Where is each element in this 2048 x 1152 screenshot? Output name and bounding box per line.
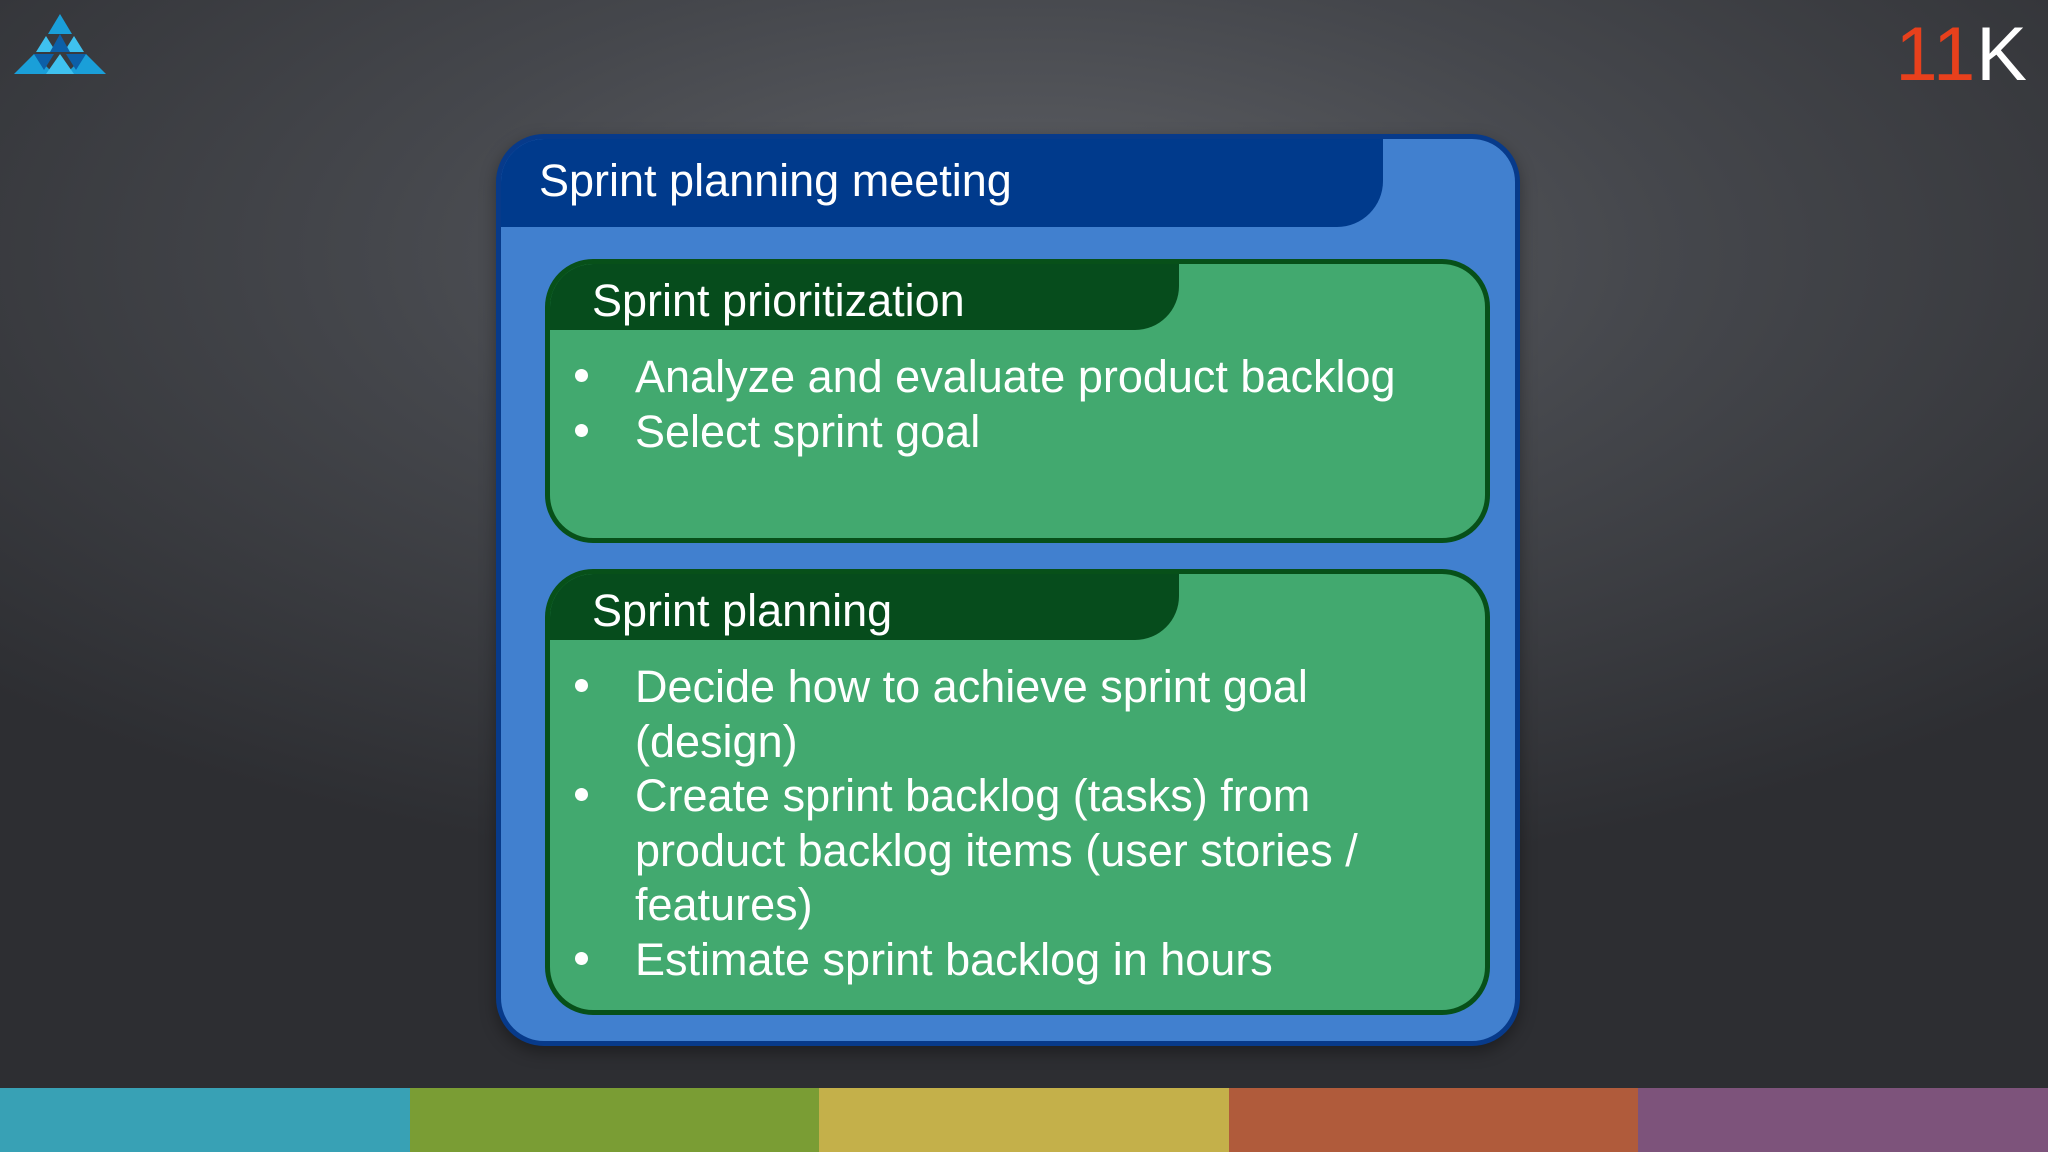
bullet-text: Estimate sprint backlog in hours [635, 933, 1273, 985]
bullet-dot-icon [575, 679, 588, 692]
sprint-planning-meeting-panel: Sprint planning meeting Sprint prioritiz… [496, 134, 1520, 1046]
bullet-dot-icon [575, 788, 588, 801]
bullet-item: Decide how to achieve sprint goal (desig… [550, 660, 1445, 769]
bullet-item: Estimate sprint backlog in hours [550, 933, 1445, 988]
brand-mark: 11K [1895, 10, 2028, 100]
color-bar-segment [819, 1088, 1229, 1152]
bullet-item: Create sprint backlog (tasks) from produ… [550, 769, 1445, 933]
bullet-list: Decide how to achieve sprint goal (desig… [550, 660, 1445, 987]
triangle-logo-icon [14, 14, 106, 74]
color-bar-segment [0, 1088, 410, 1152]
bullet-text: Create sprint backlog (tasks) from produ… [635, 770, 1358, 930]
brand-letter: K [1976, 12, 2028, 97]
card-title: Sprint prioritization [592, 275, 965, 326]
color-bar-segment [1228, 1088, 1639, 1152]
sprint-planning-card: Sprint planning Decide how to achieve sp… [545, 569, 1490, 1015]
bullet-text: Analyze and evaluate product backlog [635, 351, 1396, 402]
bullet-dot-icon [575, 951, 588, 965]
card-title: Sprint planning [592, 585, 893, 636]
bullet-item: Analyze and evaluate product backlog [550, 350, 1445, 405]
panel-title: Sprint planning meeting [539, 155, 1012, 206]
brand-number: 11 [1895, 12, 1977, 97]
bullet-text: Decide how to achieve sprint goal (desig… [635, 661, 1308, 767]
color-bar-segment [409, 1088, 820, 1152]
color-bar-segment [1638, 1088, 2048, 1152]
card-header: Sprint prioritization [550, 264, 1179, 330]
card-header: Sprint planning [550, 574, 1179, 640]
bullet-text: Select sprint goal [635, 405, 981, 457]
bullet-dot-icon [575, 423, 588, 437]
bullet-dot-icon [575, 369, 588, 382]
bottom-color-bar [0, 1088, 2048, 1152]
sprint-prioritization-card: Sprint prioritization Analyze and evalua… [545, 259, 1490, 543]
panel-header: Sprint planning meeting [501, 139, 1383, 227]
bullet-item: Select sprint goal [550, 405, 1445, 460]
bullet-list: Analyze and evaluate product backlog Sel… [550, 350, 1445, 459]
